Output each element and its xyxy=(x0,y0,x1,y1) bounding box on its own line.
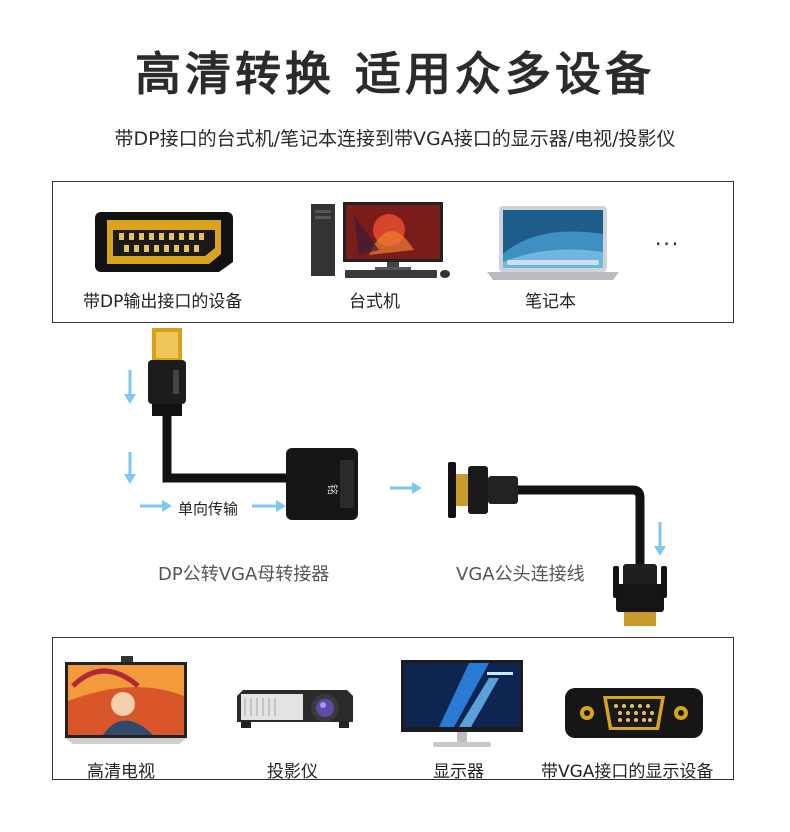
target-device-label-projector: 投影仪 xyxy=(267,762,318,782)
page-subtitle: 带DP接口的台式机/笔记本连接到带VGA接口的显示器/电视/投影仪 xyxy=(114,128,676,150)
projector-icon xyxy=(235,682,355,732)
tv-icon xyxy=(63,656,189,748)
displayport-connector-icon xyxy=(93,208,235,274)
direction-label: 单向传输 xyxy=(178,500,239,518)
target-device-label-vga: 带VGA接口的显示设备 xyxy=(541,762,714,782)
monitor-icon xyxy=(399,658,525,750)
source-devices-panel: 带DP输出接口的设备 台式机 笔记本 ··· xyxy=(52,181,734,323)
desktop-computer-icon xyxy=(309,200,455,282)
page-title: 高清转换 适用众多设备 xyxy=(134,47,655,101)
target-devices-panel: 高清电视 投影仪 显示器 xyxy=(52,637,734,782)
source-device-label-laptop: 笔记本 xyxy=(525,292,576,312)
source-device-label-dp: 带DP输出接口的设备 xyxy=(83,292,243,312)
svg-text:铭: 铭 xyxy=(326,484,340,495)
adapter-diagram: 铭 xyxy=(118,326,678,631)
adapter-label: DP公转VGA母转接器 xyxy=(158,564,330,585)
laptop-icon xyxy=(487,204,619,282)
target-device-label-monitor: 显示器 xyxy=(433,762,484,782)
more-icon: ··· xyxy=(655,232,681,256)
source-device-label-desktop: 台式机 xyxy=(349,292,400,312)
cable-label: VGA公头连接线 xyxy=(456,564,585,585)
vga-port-icon xyxy=(563,686,705,740)
target-device-label-tv: 高清电视 xyxy=(87,762,155,782)
